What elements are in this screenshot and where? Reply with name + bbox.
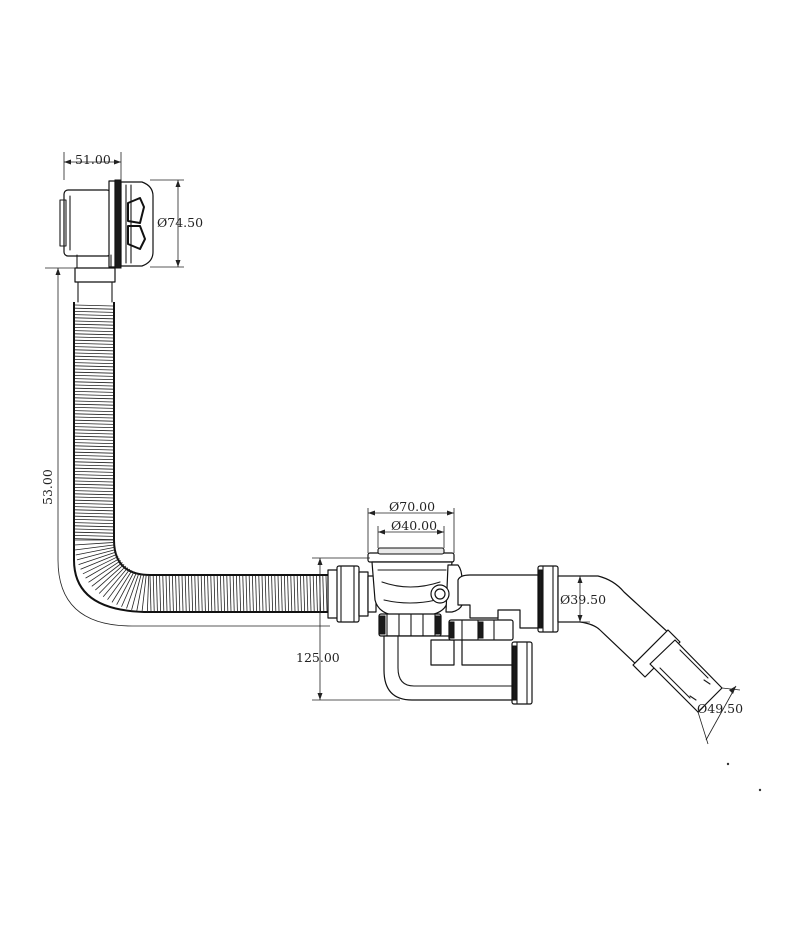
dim-label-drain-outer: Ø70.00 xyxy=(389,499,435,514)
dim-label-top-width: 51.00 xyxy=(75,152,111,167)
dimension-drain-outer: Ø70.00 xyxy=(367,499,455,553)
hose-connector-nut xyxy=(327,565,377,623)
dimension-depth: 125.00 xyxy=(296,557,400,701)
dimension-overflow-diameter: Ø74.50 xyxy=(150,179,203,268)
dimension-top-width: 51.00 xyxy=(63,152,122,180)
dim-label-vertical-length: 53.00 xyxy=(40,469,55,505)
dim-label-overflow-diameter: Ø74.50 xyxy=(157,215,203,230)
dim-label-outlet: Ø39.50 xyxy=(560,592,606,607)
drain-body xyxy=(367,547,533,705)
dim-label-end: Ø49.50 xyxy=(697,701,743,716)
outlet-pipe xyxy=(457,565,723,713)
dimension-vertical-length: 53.00 xyxy=(40,267,330,627)
flexible-corrugated-hose xyxy=(73,302,331,613)
dimension-drain-inner: Ø40.00 xyxy=(377,518,445,548)
dimension-end: Ø49.50 xyxy=(697,685,762,792)
dim-label-depth: 125.00 xyxy=(296,650,340,665)
overflow-head xyxy=(59,179,154,303)
dimension-outlet: Ø39.50 xyxy=(558,575,606,623)
dim-label-drain-inner: Ø40.00 xyxy=(391,518,437,533)
